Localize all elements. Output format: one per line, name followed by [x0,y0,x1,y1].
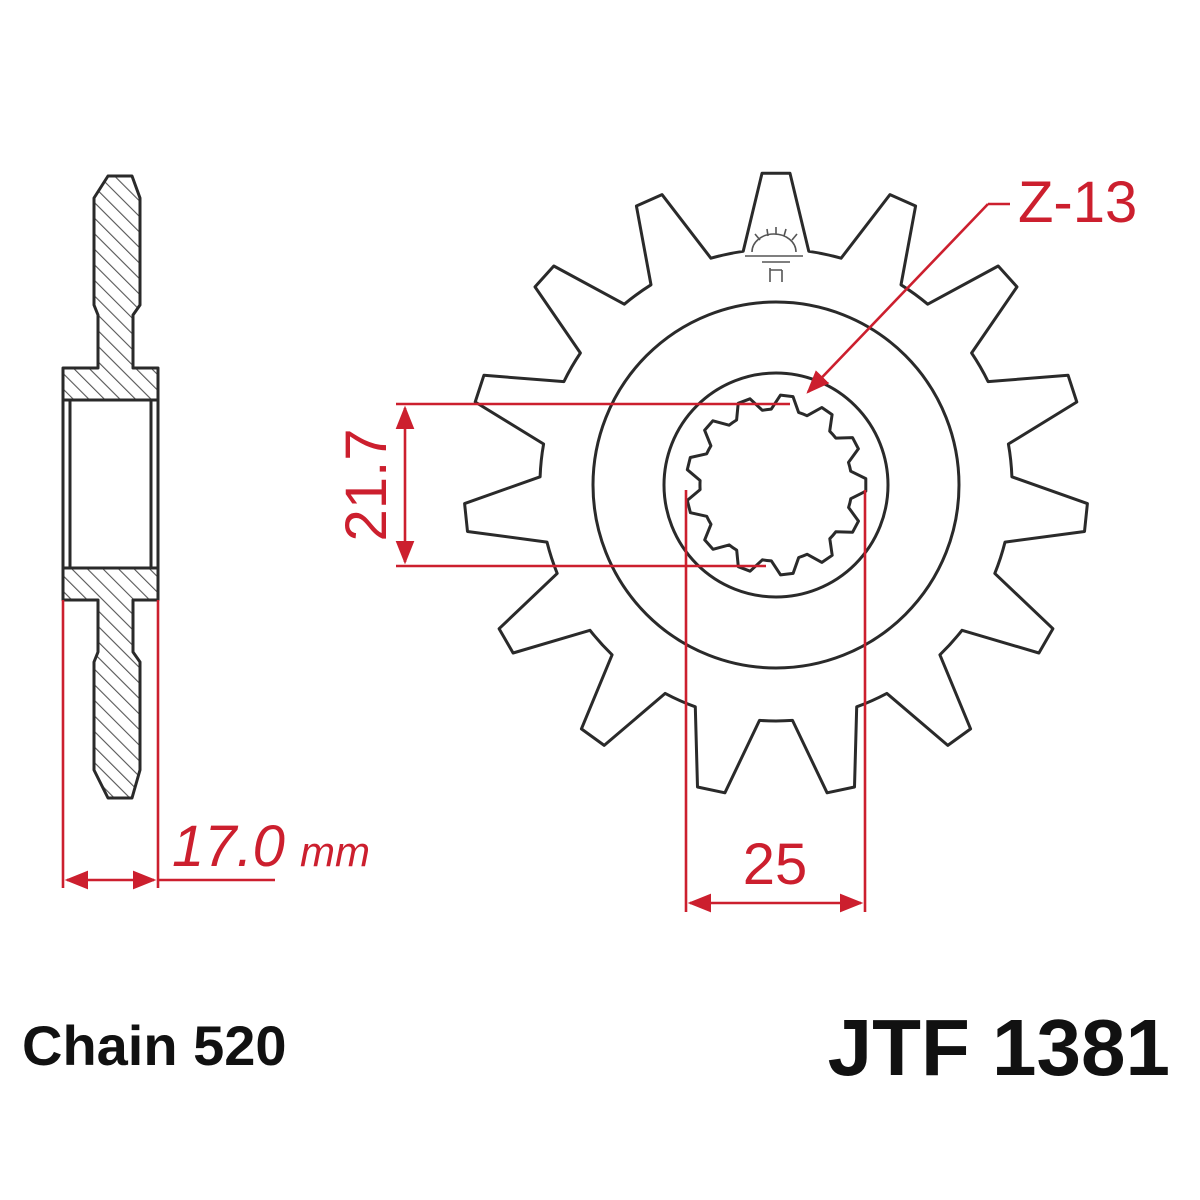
hub-inner-circle [662,371,890,599]
sprocket-side-view [61,174,160,800]
spline-bore-outline [685,393,868,577]
sprocket-outer-teeth-outline [463,171,1089,795]
manufacturer-logo-mark [745,227,803,282]
teeth-count-label: Z-13 [1018,170,1137,235]
part-number-label: JTF 1381 [827,1003,1170,1092]
hub-outer-circle [591,300,961,670]
side-profile-upper-section [61,174,160,402]
thickness-value: 17.0 [172,814,285,879]
thickness-unit: mm [300,828,370,875]
sprocket-front-view [463,171,1089,795]
inner-diameter-value: 21.7 [334,429,399,542]
teeth-count-leader-line [806,203,989,394]
side-profile-bore [61,398,160,570]
outer-diameter-value: 25 [743,832,808,897]
side-profile-lower-section [61,566,160,800]
dimension-annotations [61,202,1010,913]
chain-size-label: Chain 520 [22,1014,287,1077]
